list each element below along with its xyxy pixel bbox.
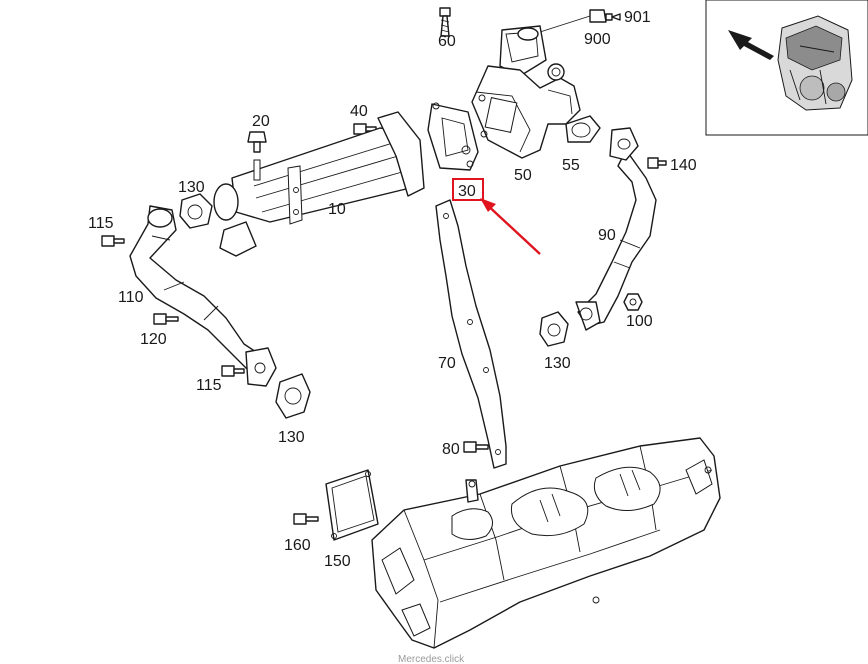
label-100: 100 — [626, 313, 653, 330]
label-130-upper: 130 — [178, 179, 205, 196]
part-115-bolt-lower — [221, 365, 245, 377]
label-10: 10 — [328, 201, 346, 218]
part-55-gasket — [565, 115, 601, 143]
label-40: 40 — [350, 103, 368, 120]
highlight-box — [452, 178, 484, 201]
label-130-lower: 130 — [278, 429, 305, 446]
part-130-gasket-right — [539, 311, 569, 347]
part-60-bolt — [439, 7, 451, 37]
label-70: 70 — [438, 355, 456, 372]
part-20-bolt — [247, 131, 267, 153]
label-150: 150 — [324, 553, 351, 570]
part-115-bolt-upper — [101, 235, 125, 247]
label-110: 110 — [118, 289, 144, 306]
intake-manifold — [371, 437, 721, 649]
label-130-right: 130 — [544, 355, 571, 372]
label-80: 80 — [442, 441, 460, 458]
part-100-nut — [623, 293, 643, 311]
part-10-egr-cooler — [213, 111, 425, 257]
highlight-arrow-line — [483, 201, 541, 255]
label-900: 900 — [584, 31, 611, 48]
engine-thumbnail — [777, 15, 853, 111]
part-160-bolt — [293, 513, 319, 525]
part-130-gasket-lower — [275, 373, 311, 419]
part-70-bracket — [435, 199, 507, 469]
label-115-lower: 115 — [196, 377, 222, 394]
part-900-connector — [539, 9, 621, 33]
watermark: Mercedes.click — [398, 654, 465, 664]
label-901: 901 — [624, 9, 651, 26]
highlight-arrow-head-icon — [480, 198, 496, 212]
part-50-egr-valve — [471, 25, 581, 159]
label-140: 140 — [670, 157, 697, 174]
label-90: 90 — [598, 227, 616, 244]
part-120-bolt — [153, 313, 179, 325]
label-160: 160 — [284, 537, 311, 554]
label-55: 55 — [562, 157, 580, 174]
highlight-part-30: 30 — [452, 178, 541, 255]
label-120: 120 — [140, 331, 167, 348]
part-130-gasket-upper — [179, 193, 213, 229]
part-140-bolt — [647, 157, 667, 169]
part-110-egr-pipe — [129, 205, 277, 387]
engine-overview-inset — [705, 0, 868, 136]
label-50: 50 — [514, 167, 532, 184]
part-150-cover-plate — [325, 469, 379, 541]
inset-arrow-icon — [728, 30, 774, 60]
label-115-upper: 115 — [88, 215, 114, 232]
part-90-egr-pipe — [575, 127, 657, 331]
label-60: 60 — [438, 33, 456, 50]
part-80-bolt — [463, 441, 489, 453]
label-20: 20 — [252, 113, 270, 130]
part-30-gasket — [427, 102, 479, 171]
label-30: 30 — [458, 183, 476, 200]
